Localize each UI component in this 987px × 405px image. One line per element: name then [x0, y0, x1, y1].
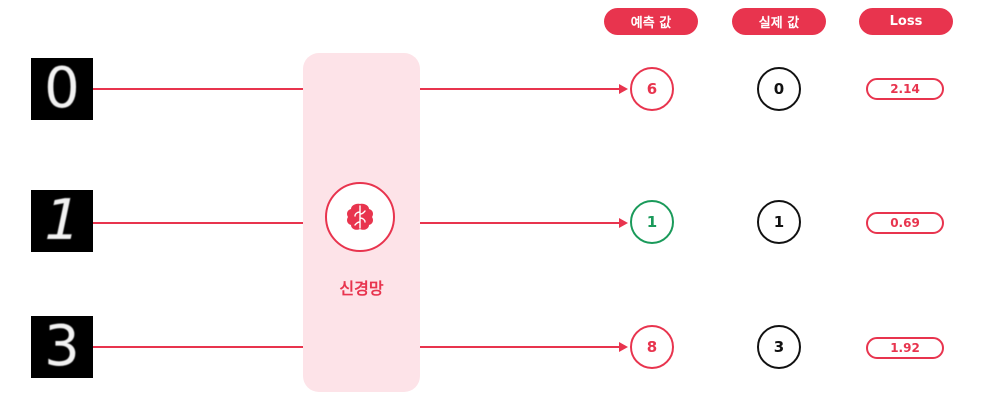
- loss-value-2-text: 1.92: [890, 341, 920, 355]
- loss-value-1-text: 0.69: [890, 216, 920, 230]
- output-arrow-0: [420, 84, 628, 94]
- loss-value-0-text: 2.14: [890, 82, 920, 96]
- input-connector-0: [93, 88, 303, 90]
- input-digit-0: 0: [44, 56, 80, 121]
- header-loss: Loss: [859, 8, 953, 35]
- input-connector-1: [93, 222, 303, 224]
- input-digit-2: 3: [44, 314, 80, 379]
- predicted-value-2-text: 8: [646, 338, 658, 356]
- input-digit-image-2: 3: [31, 316, 93, 378]
- input-connector-2: [93, 346, 303, 348]
- predicted-value-1: 1: [630, 200, 674, 244]
- input-digit-1: 1: [37, 188, 87, 253]
- predicted-value-2: 8: [630, 325, 674, 369]
- actual-value-2-text: 3: [773, 338, 785, 356]
- actual-value-0-text: 0: [773, 80, 785, 98]
- output-arrow-2: [420, 342, 628, 352]
- predicted-value-1-text: 1: [646, 213, 658, 231]
- header-predicted: 예측 값: [604, 8, 698, 35]
- neural-network-label: 신경망: [339, 279, 384, 298]
- output-arrow-1: [420, 218, 628, 228]
- brain-icon: [347, 203, 373, 230]
- input-digit-image-0: 0: [31, 58, 93, 120]
- loss-value-2: 1.92: [866, 337, 944, 359]
- predicted-value-0: 6: [630, 67, 674, 111]
- loss-value-1: 0.69: [866, 212, 944, 234]
- brain-icon-circle: [325, 182, 395, 252]
- input-digit-image-1: 1: [31, 188, 93, 253]
- header-actual: 실제 값: [732, 8, 826, 35]
- actual-value-2: 3: [757, 325, 801, 369]
- header-loss-label: Loss: [889, 14, 923, 29]
- header-predicted-label: 예측 값: [630, 16, 672, 31]
- loss-value-0: 2.14: [866, 78, 944, 100]
- predicted-value-0-text: 6: [646, 80, 658, 98]
- header-actual-label: 실제 값: [758, 16, 800, 31]
- actual-value-1: 1: [757, 200, 801, 244]
- actual-value-1-text: 1: [773, 213, 785, 231]
- actual-value-0: 0: [757, 67, 801, 111]
